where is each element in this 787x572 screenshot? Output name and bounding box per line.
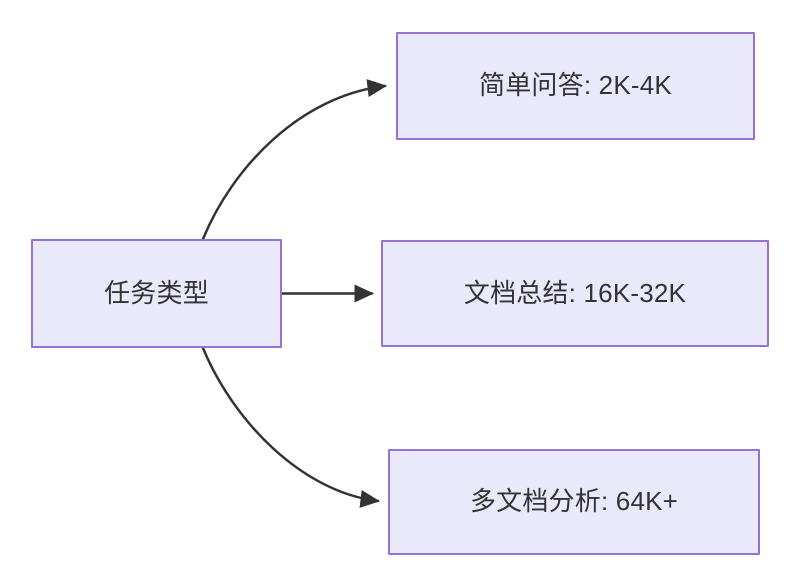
node-label: 多文档分析: 64K+ xyxy=(469,486,679,517)
edge-source-to-task3 xyxy=(201,346,380,508)
node-label: 文档总结: 16K-32K xyxy=(463,277,687,308)
node-label: 简单问答: 2K-4K xyxy=(479,70,672,101)
node-simple-qa[interactable]: 简单问答: 2K-4K xyxy=(396,32,755,140)
edge-source-to-task1 xyxy=(201,79,387,241)
node-document-summary[interactable]: 文档总结: 16K-32K xyxy=(381,240,769,347)
node-label: 任务类型 xyxy=(104,277,209,308)
node-multi-document-analysis[interactable]: 多文档分析: 64K+ xyxy=(388,449,760,555)
node-task-type[interactable]: 任务类型 xyxy=(31,239,282,348)
